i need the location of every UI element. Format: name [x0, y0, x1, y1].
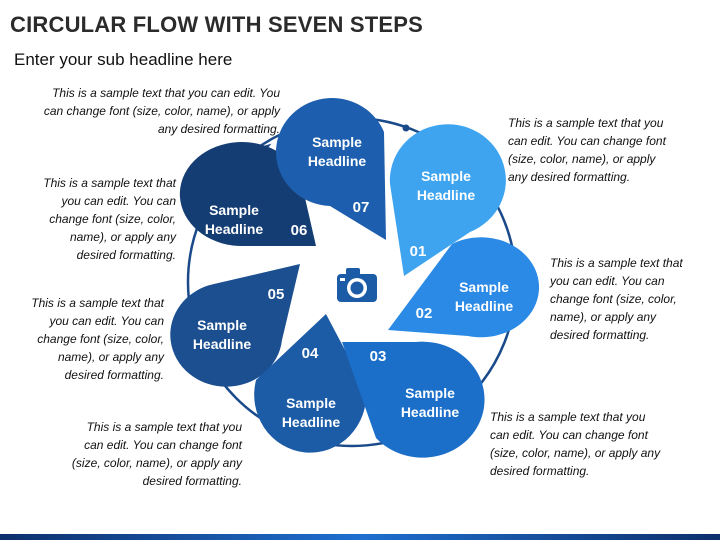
step-03-shape	[342, 341, 485, 458]
camera-icon	[337, 268, 377, 302]
step-05-headline-line1: Sample	[197, 317, 247, 333]
bottom-accent-bar	[0, 534, 720, 540]
step-07-headline-line1: Sample	[312, 134, 362, 150]
step-04-description: This is a sample text that you can edit.…	[71, 420, 242, 488]
page-title: CIRCULAR FLOW WITH SEVEN STEPS	[10, 12, 423, 37]
step-06-headline-line1: Sample	[209, 202, 259, 218]
step-01-headline-line2: Headline	[417, 187, 476, 203]
step-04-shape	[254, 314, 367, 453]
step-02-number: 02	[416, 305, 433, 322]
step-04-drop[interactable]: Sample Headline 04	[254, 314, 367, 453]
step-04-headline-line2: Headline	[282, 414, 341, 430]
step-07-shape	[275, 98, 386, 241]
step-01-number: 01	[410, 243, 427, 260]
step-02-description: This is a sample text that you can edit.…	[550, 256, 683, 342]
step-01-drop[interactable]: Sample Headline 01	[389, 124, 506, 276]
step-01-description: This is a sample text that you can edit.…	[508, 116, 666, 184]
step-01-headline-line1: Sample	[421, 168, 471, 184]
step-03-drop[interactable]: Sample Headline 03	[342, 341, 485, 458]
step-07-drop[interactable]: Sample Headline 07	[275, 98, 386, 241]
step-05-headline-line2: Headline	[193, 336, 252, 352]
step-05-shape	[170, 264, 300, 387]
page-subtitle: Enter your sub headline here	[14, 50, 233, 69]
step-07-description: This is a sample text that you can edit.…	[43, 86, 280, 136]
step-02-headline-line1: Sample	[459, 279, 509, 295]
step-02-shape	[388, 237, 540, 338]
step-04-number: 04	[302, 345, 319, 362]
step-02-drop[interactable]: Sample Headline 02	[388, 237, 540, 338]
step-04-headline-line1: Sample	[286, 395, 336, 411]
step-05-description: This is a sample text that you can edit.…	[31, 296, 164, 382]
step-06-number: 06	[291, 222, 308, 239]
step-07-number: 07	[353, 199, 370, 216]
step-03-headline-line2: Headline	[401, 404, 460, 420]
ring-start-dot	[402, 124, 410, 132]
step-03-description: This is a sample text that you can edit.…	[490, 410, 661, 478]
step-07-headline-line2: Headline	[308, 153, 367, 169]
step-05-drop[interactable]: Sample Headline 05	[170, 264, 300, 387]
step-06-headline-line2: Headline	[205, 221, 264, 237]
step-01-shape	[389, 124, 506, 276]
step-03-headline-line1: Sample	[405, 385, 455, 401]
step-05-number: 05	[268, 286, 285, 303]
step-06-description: This is a sample text that you can edit.…	[43, 176, 176, 262]
step-03-number: 03	[370, 348, 387, 365]
step-02-headline-line2: Headline	[455, 298, 514, 314]
